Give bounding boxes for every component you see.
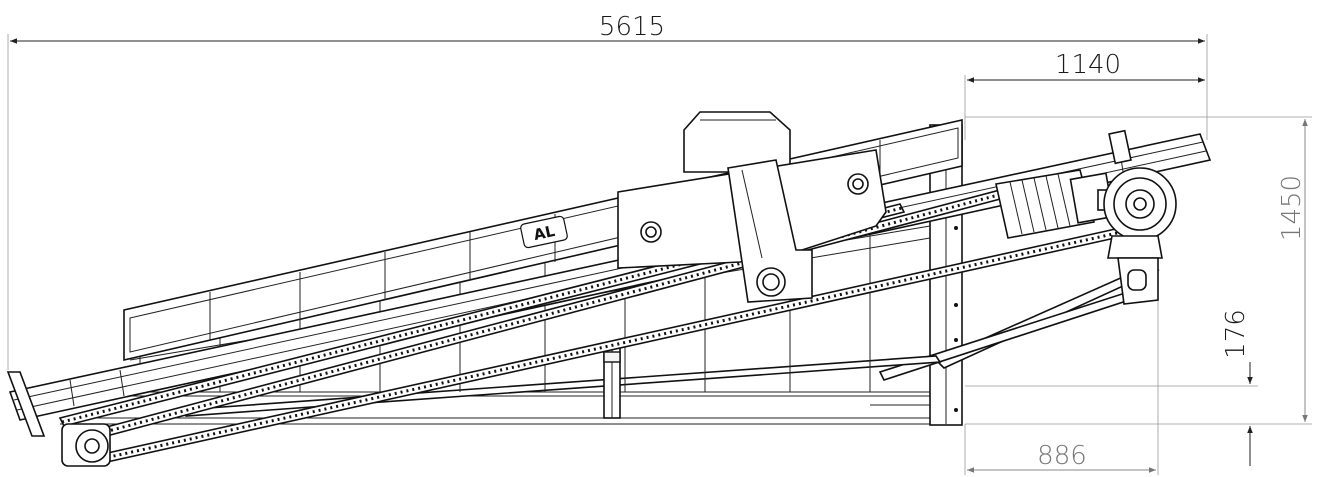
- carriage-assembly: [617, 111, 887, 303]
- dimension-overall-length: 5615: [7, 12, 1208, 370]
- dimension-drive-overhang: 1140: [964, 50, 1205, 140]
- dimension-overall-height: 1450: [965, 116, 1312, 425]
- dimension-foot-offset: 886: [964, 290, 1159, 475]
- overall-length-label: 5615: [599, 12, 665, 42]
- head-sprocket: [1103, 167, 1177, 259]
- drive-overhang-label: 1140: [1055, 50, 1121, 80]
- dimension-foot-height: 176: [965, 309, 1258, 466]
- logo-text: AL: [532, 222, 557, 244]
- foot-offset-label: 886: [1037, 441, 1087, 471]
- tail-sprocket: [61, 423, 111, 467]
- company-logo: AL: [520, 215, 568, 249]
- drive-bracket: [1108, 129, 1159, 305]
- foot-height-label: 176: [1221, 309, 1251, 359]
- overall-height-label: 1450: [1277, 175, 1307, 241]
